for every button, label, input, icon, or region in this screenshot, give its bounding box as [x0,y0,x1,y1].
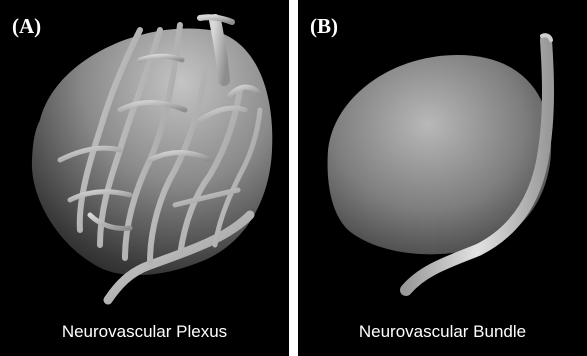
panel-b-caption: Neurovascular Bundle [298,322,587,342]
panel-a-tag: (A) [12,14,41,39]
panel-a: (A) Neurovascular Plexus [0,0,289,356]
prostate-plexus-illustration [0,0,289,356]
panel-a-caption: Neurovascular Plexus [0,322,289,342]
panel-b: (B) Neurovascular Bundle [298,0,587,356]
panel-b-tag: (B) [310,14,338,39]
prostate-bundle-illustration [298,0,587,356]
